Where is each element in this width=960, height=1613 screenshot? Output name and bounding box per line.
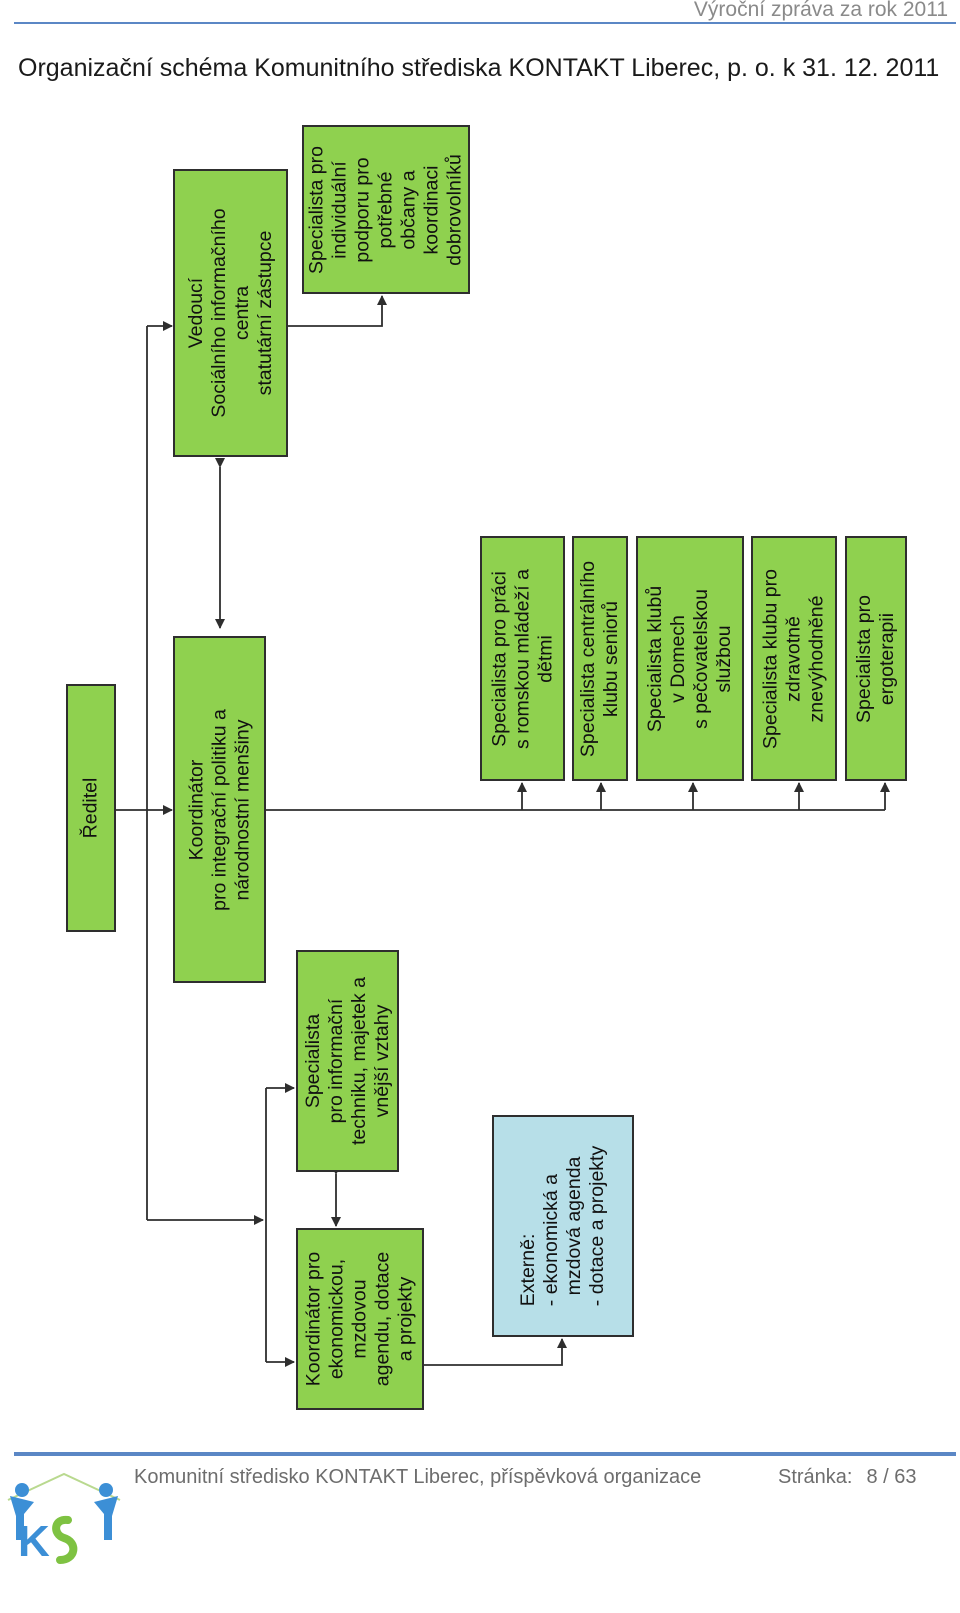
box-externe: Externě: - ekonomická a mzdová agenda - … (492, 1115, 634, 1337)
box-vedouci-sic: Vedoucí Sociálního informačního centra s… (173, 169, 288, 457)
box-reditel: Ředitel (66, 684, 116, 932)
box-specialista-it: Specialista pro informační techniku, maj… (296, 950, 399, 1172)
box-specialista-ergoterapie: Specialista pro ergoterapii (845, 536, 907, 781)
page-title: Organizační schéma Komunitního střediska… (18, 54, 940, 82)
box-specialista-romska-mladez-label: Specialista pro práci s romskou mládeží … (488, 568, 556, 749)
box-specialista-klub-senioru-label: Specialista centrálního klubu seniorů (577, 560, 622, 757)
box-koordinator-ekonomicka-label: Koordinátor pro ekonomickou, mzdovou age… (302, 1251, 417, 1387)
box-specialista-kluby-domy-label: Specialista klubů v Domech s pečovatelsk… (644, 585, 735, 732)
box-vedouci-sic-label: Vedoucí Sociálního informačního centra s… (184, 208, 276, 418)
box-koordinator-mensiny-label: Koordinátor pro integrační politiku a ná… (185, 708, 253, 911)
box-specialista-klub-senioru: Specialista centrálního klubu seniorů (572, 536, 628, 781)
box-specialista-klub-zdravotne-label: Specialista klubu pro zdravotně znevýhod… (759, 568, 828, 749)
footer-page-number: 8 / 63 (866, 1466, 917, 1488)
footer-page-info: Stránka: 8 / 63 (778, 1466, 917, 1489)
box-externe-label: Externě: - ekonomická a mzdová agenda - … (517, 1145, 608, 1307)
connector-to-externe (424, 1338, 567, 1366)
connector-to-specialista-dobrovolnici (288, 295, 387, 327)
footer-page-label: Stránka: (778, 1466, 853, 1488)
kontakt-logo-icon: K (7, 1472, 121, 1566)
box-koordinator-mensiny: Koordinátor pro integrační politiku a ná… (173, 636, 266, 983)
footer-organization: Komunitní středisko KONTAKT Liberec, pří… (134, 1466, 702, 1488)
header-divider (14, 22, 956, 24)
box-specialista-klub-zdravotne: Specialista klubu pro zdravotně znevýhod… (751, 536, 837, 781)
box-reditel-label: Ředitel (79, 777, 102, 839)
box-specialista-kluby-domy: Specialista klubů v Domech s pečovatelsk… (636, 536, 744, 781)
running-header: Výroční zpráva za rok 2011 (693, 0, 948, 21)
box-specialista-dobrovolnici-label: Specialista pro individuální podporu pro… (305, 145, 466, 274)
box-koordinator-ekonomicka: Koordinátor pro ekonomickou, mzdovou age… (296, 1228, 424, 1410)
box-specialista-it-label: Specialista pro informační techniku, maj… (301, 976, 393, 1146)
box-specialista-ergoterapie-label: Specialista pro ergoterapii (853, 594, 898, 723)
logo-letter-k: K (18, 1517, 50, 1566)
box-specialista-romska-mladez: Specialista pro práci s romskou mládeží … (480, 536, 565, 781)
box-specialista-dobrovolnici: Specialista pro individuální podporu pro… (302, 125, 470, 294)
footer-divider (14, 1452, 956, 1456)
